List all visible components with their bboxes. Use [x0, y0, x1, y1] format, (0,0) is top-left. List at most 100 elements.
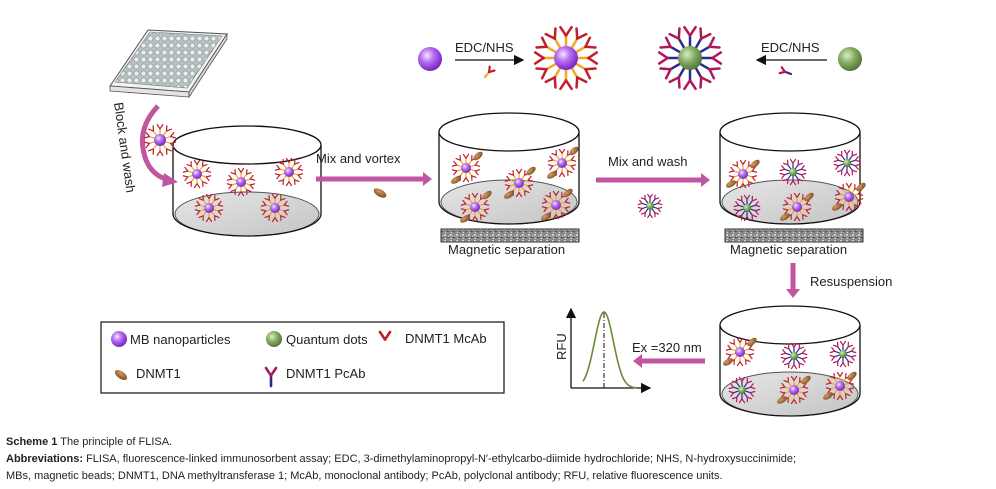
antibody-icon	[292, 172, 304, 180]
antibody-icon	[182, 166, 194, 174]
antibody-icon	[729, 338, 738, 349]
antibody-icon	[547, 163, 559, 171]
antibody-icon	[211, 211, 220, 222]
antibody-icon	[799, 210, 808, 221]
antibody-icon	[278, 158, 287, 169]
legend-label-mcab: DNMT1 McAb	[405, 331, 487, 346]
antibody-icon	[834, 189, 846, 197]
excitation-arrow	[633, 354, 705, 368]
antibody-icon	[849, 156, 861, 163]
dnmt1-icon	[722, 358, 734, 366]
antibody-icon	[795, 165, 807, 172]
antibody-icon	[790, 342, 798, 353]
antibody-icon	[243, 185, 252, 196]
antibody-icon	[852, 189, 864, 197]
arrow-head	[701, 173, 710, 187]
antibody-icon	[748, 210, 758, 221]
antibody-icon	[244, 174, 256, 182]
purple-sphere-icon	[111, 331, 127, 347]
antibody-icon	[651, 208, 660, 218]
antibody-icon	[570, 27, 588, 50]
antibody-icon	[736, 195, 746, 206]
antibody-icon	[839, 340, 847, 351]
antibody-icon	[843, 386, 855, 394]
antibody-icon	[559, 67, 573, 91]
antibody-icon	[829, 354, 841, 361]
legend	[100, 321, 505, 394]
antibody-icon	[194, 208, 206, 216]
antibody-icon	[637, 206, 648, 213]
resuspension-label: Resuspension	[810, 274, 892, 289]
antibody-icon	[515, 186, 523, 198]
antibody-icon	[193, 177, 201, 189]
antibody-icon	[736, 337, 744, 349]
antibody-icon	[292, 164, 304, 172]
antibody-icon	[789, 175, 797, 186]
plate-wells	[114, 31, 223, 89]
mix-and-wash-label: Mix and wash	[608, 154, 687, 169]
antibody-icon	[244, 182, 256, 190]
antibody-icon	[728, 383, 740, 390]
antibody-icon	[570, 66, 588, 89]
container-rim	[172, 125, 322, 165]
antibody-icon	[743, 211, 751, 222]
container-base	[174, 191, 320, 237]
mb-conjugate	[226, 167, 256, 197]
mb-nanoparticle-icon	[738, 169, 748, 179]
pcab-antibody-icon	[778, 66, 793, 76]
antibody-icon	[786, 193, 795, 204]
antibody-icon	[156, 123, 164, 136]
antibody-icon	[504, 175, 516, 183]
quantum-dot-icon	[678, 46, 702, 70]
dnmt1-icon	[482, 190, 492, 200]
quantum-dot-icon	[646, 202, 654, 210]
antibody-icon	[659, 36, 682, 54]
purple-blue-antibody-icon	[264, 366, 278, 388]
antibody-icon	[478, 207, 490, 215]
mb-nanoparticle-icon	[192, 169, 202, 179]
antibody-icon	[212, 208, 224, 216]
emission-peak-curve	[582, 311, 638, 389]
antibody-icon	[683, 25, 697, 49]
antibody-icon	[230, 168, 239, 179]
antibody-icon	[728, 166, 740, 174]
legend-label-dnmt1: DNMT1	[136, 366, 181, 381]
antibody-icon	[559, 25, 573, 49]
antibody-icon	[186, 177, 195, 188]
antibody-icon	[277, 211, 286, 222]
antibody-icon	[230, 185, 239, 196]
magnetic-separation-label-2: Magnetic separation	[730, 242, 847, 257]
antibody-icon	[833, 163, 845, 170]
flisa-scheme: Block and wash Mix and vortex Mix and wa…	[100, 25, 892, 417]
mb-conjugate	[825, 371, 855, 401]
resuspension-arrow	[786, 263, 800, 298]
antibody-icon	[834, 197, 846, 205]
antibody-icon	[551, 149, 560, 160]
antibody-icon	[698, 62, 721, 80]
antibody-icon	[843, 149, 851, 160]
antibody-icon	[464, 193, 473, 204]
mb-nanoparticle-icon	[418, 47, 442, 71]
antibody-icon	[725, 352, 737, 360]
antibody-icon	[541, 205, 553, 213]
mb-conjugate	[182, 159, 212, 189]
antibody-icon	[779, 165, 791, 172]
magnetic-separation-label-1: Magnetic separation	[448, 242, 565, 257]
antibody-icon	[143, 131, 156, 139]
mb-nanoparticle-icon	[284, 167, 294, 177]
dnmt1-icon	[776, 396, 788, 404]
antibody-icon	[739, 177, 747, 189]
antibody-icon	[522, 183, 534, 191]
antibody-icon	[515, 168, 523, 180]
quantum-dot-icon	[789, 168, 797, 176]
antibody-icon	[782, 174, 792, 185]
antibody-icon	[521, 186, 530, 197]
antibody-icon	[796, 356, 808, 363]
antibody-icon	[845, 182, 853, 194]
antibody-icon	[694, 66, 712, 89]
antibody-icon	[829, 372, 838, 383]
antibody-icon	[237, 185, 245, 197]
antibody-icon	[148, 143, 158, 155]
antibody-icon	[845, 347, 857, 354]
antibody-icon	[749, 201, 761, 208]
